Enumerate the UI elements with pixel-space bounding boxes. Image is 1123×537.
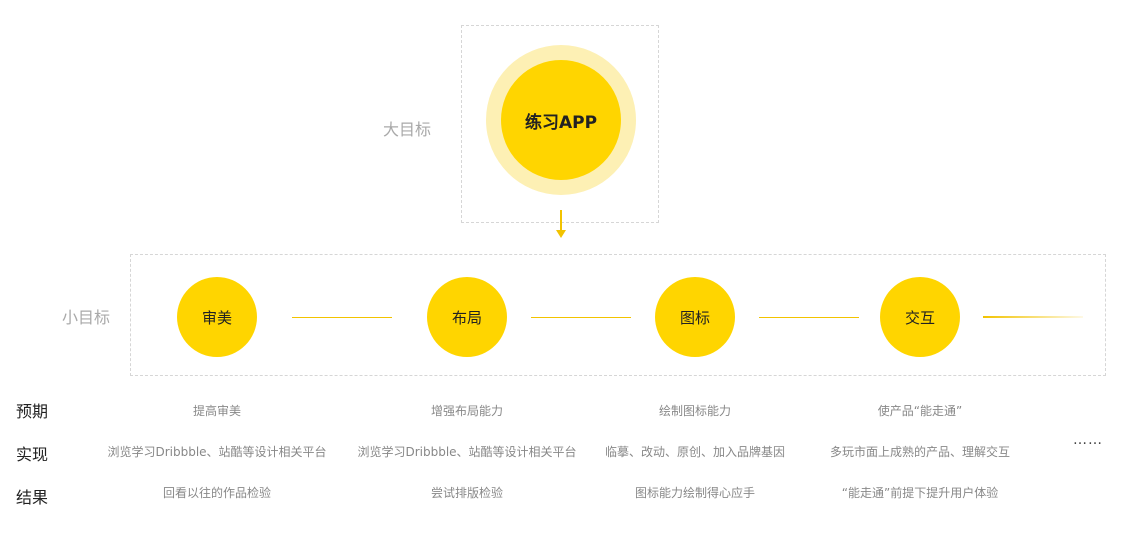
cell-result-interaction: “能走通”前提下提升用户体验	[841, 486, 999, 500]
cell-expected-layout: 增强布局能力	[430, 404, 503, 418]
sub-goal-label: 审美	[201, 308, 232, 327]
connector-line	[759, 317, 859, 318]
big-goal-title: 练习APP	[524, 112, 598, 133]
row-label-implementation: 实现	[16, 445, 49, 464]
connector-line	[292, 317, 392, 318]
cell-expected-icons: 绘制图标能力	[658, 404, 731, 418]
sub-goal-node-aesthetics[interactable]: 审美	[177, 277, 257, 357]
small-goal-label: 小目标	[62, 308, 111, 327]
cell-implementation-layout: 浏览学习Dribbble、站酷等设计相关平台	[357, 445, 577, 459]
sub-goal-node-layout[interactable]: 布局	[427, 277, 507, 357]
sub-goal-node-icons[interactable]: 图标	[655, 277, 735, 357]
connector-line	[531, 317, 631, 318]
row-label-expected: 预期	[16, 402, 49, 421]
big-goal-label: 大目标	[383, 120, 432, 139]
down-arrow-line	[560, 210, 562, 232]
row-label-result: 结果	[16, 488, 49, 507]
sub-goal-label: 图标	[679, 308, 710, 327]
cell-expected-interaction: 使产品“能走通”	[877, 404, 963, 418]
cell-result-layout: 尝试排版检验	[430, 486, 503, 500]
cell-result-icons: 图标能力绘制得心应手	[634, 486, 755, 500]
cell-result-aesthetics: 回看以往的作品检验	[162, 486, 271, 500]
cell-expected-aesthetics: 提高审美	[192, 404, 241, 418]
small-goal-box	[130, 254, 1106, 376]
sub-goal-node-interaction[interactable]: 交互	[880, 277, 960, 357]
cell-implementation-icons: 临摹、改动、原创、加入品牌基因	[604, 445, 785, 459]
big-goal-node[interactable]: 练习APP	[501, 60, 621, 180]
down-arrow-icon	[556, 230, 566, 238]
connector-line-fading	[983, 316, 1083, 318]
sub-goal-label: 布局	[451, 308, 482, 327]
more-ellipsis: ……	[1073, 432, 1103, 448]
cell-implementation-interaction: 多玩市面上成熟的产品、理解交互	[829, 445, 1010, 459]
cell-implementation-aesthetics: 浏览学习Dribbble、站酷等设计相关平台	[107, 445, 327, 459]
sub-goal-label: 交互	[904, 308, 935, 327]
